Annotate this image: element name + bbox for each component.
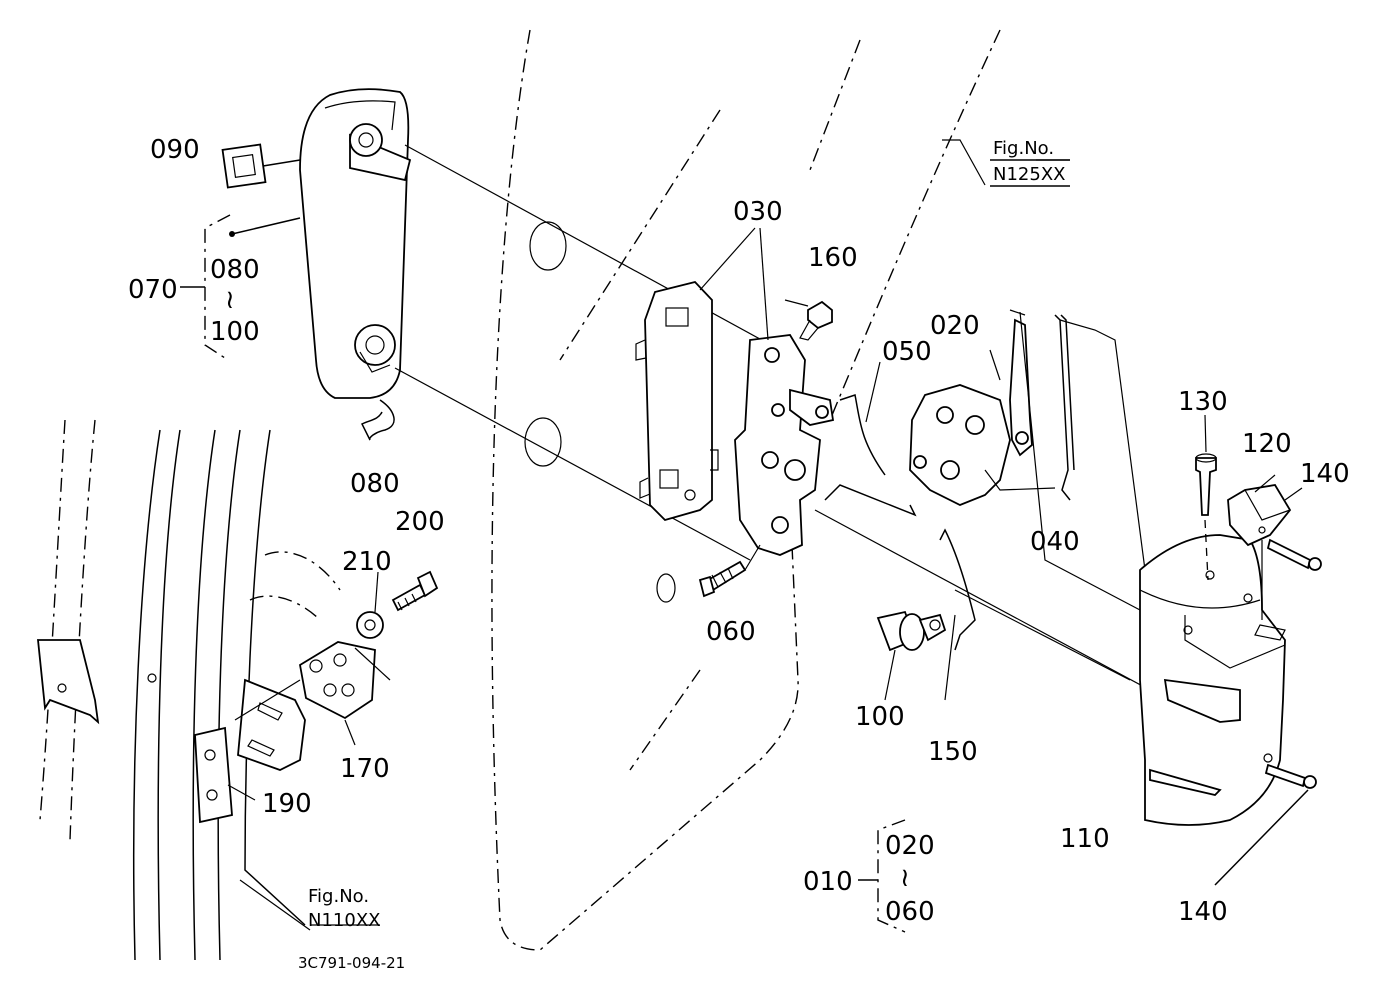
label-130: 130 — [1178, 387, 1228, 417]
screw-140-lower — [1264, 763, 1317, 789]
label-range-tilde-a: ≀ — [225, 285, 235, 315]
label-200: 200 — [395, 507, 445, 537]
rod-050 — [839, 394, 886, 476]
label-100: 100 — [855, 702, 905, 732]
label-070: 070 — [128, 275, 178, 305]
label-080-range-start: 080 — [210, 255, 260, 285]
pin-130 — [1195, 414, 1217, 581]
label-060: 060 — [706, 617, 756, 647]
bolt-160 — [784, 299, 833, 341]
bolt-200 — [391, 570, 439, 612]
hinge-bracket — [237, 678, 306, 771]
label-060-range-end: 060 — [885, 897, 935, 927]
label-140-upper: 140 — [1300, 459, 1350, 489]
latch-020 — [909, 318, 1056, 506]
label-030: 030 — [733, 197, 783, 227]
label-080: 080 — [350, 469, 400, 499]
fig-ref-bottom-code: N110XX — [308, 910, 380, 931]
rod-150 — [939, 528, 976, 651]
label-140-lower: 140 — [1178, 897, 1228, 927]
label-150: 150 — [928, 737, 978, 767]
latch-bracket — [734, 334, 835, 556]
fig-ref-top-code: N125XX — [993, 164, 1065, 185]
lock-plate-030 — [635, 280, 719, 522]
label-040: 040 — [1030, 527, 1080, 557]
key-cylinder-100 — [876, 610, 947, 652]
label-010: 010 — [803, 867, 853, 897]
label-160: 160 — [808, 243, 858, 273]
washer-210 — [356, 611, 384, 639]
cap-120 — [1227, 484, 1292, 620]
label-110: 110 — [1060, 824, 1110, 854]
screw-140-upper — [1266, 538, 1322, 571]
door-glass — [491, 29, 1001, 951]
label-120: 120 — [1242, 429, 1292, 459]
label-090: 090 — [150, 135, 200, 165]
label-050: 050 — [882, 337, 932, 367]
label-020-range-start: 020 — [885, 831, 935, 861]
fig-ref-bottom-label: Fig.No. — [308, 886, 369, 907]
hinge-plate-170 — [299, 641, 391, 720]
label-190: 190 — [262, 789, 312, 819]
rod-040 — [1019, 311, 1146, 611]
cover-110 — [1139, 534, 1286, 826]
drawing-code: 3C791-094-21 — [298, 954, 405, 972]
screw-060 — [698, 560, 747, 598]
cab-frame — [37, 419, 341, 961]
fig-ref-top-label: Fig.No. — [993, 138, 1054, 159]
outer-handle-070 — [221, 88, 412, 441]
label-100-range-end: 100 — [210, 317, 260, 347]
plate-190 — [194, 726, 233, 824]
label-210: 210 — [342, 547, 392, 577]
label-170: 170 — [340, 754, 390, 784]
label-020: 020 — [930, 311, 980, 341]
label-range-tilde-b: ≀ — [900, 863, 910, 893]
